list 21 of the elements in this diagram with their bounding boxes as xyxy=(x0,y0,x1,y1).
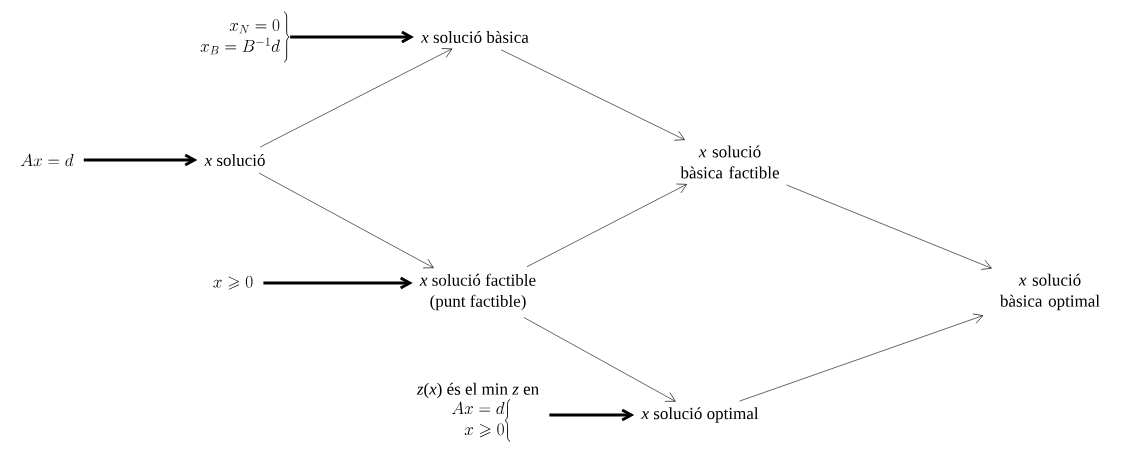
arrow xyxy=(258,172,434,269)
state-label: x solució bàsica xyxy=(421,31,529,43)
arrow xyxy=(290,30,414,44)
condition-group: z(x) és el min z en $Ax = d$ $x \geqslant 0$ xyxy=(416,382,539,438)
arrow xyxy=(259,48,453,148)
state-label: x solució bàsica factible xyxy=(680,145,779,179)
arrow xyxy=(526,183,687,268)
arrow xyxy=(549,408,635,422)
state-label: x solució xyxy=(204,154,265,166)
arrow xyxy=(500,49,685,141)
condition-formula: $x \geqslant 0$ xyxy=(213,276,253,290)
arrow xyxy=(523,317,676,402)
state-label: x solució optimal xyxy=(641,407,759,423)
arrow xyxy=(263,276,413,290)
arrow xyxy=(739,313,984,402)
state-label: x solució factible (punt factible) xyxy=(419,273,536,311)
state-label: x solució bàsica optimal xyxy=(999,273,1100,311)
arrow xyxy=(83,153,198,167)
arrow xyxy=(786,184,992,270)
condition-group: $x_N = 0$ $x_B = B^{-1}d$ xyxy=(200,19,280,55)
condition-formula: $Ax = d$ xyxy=(21,153,74,167)
